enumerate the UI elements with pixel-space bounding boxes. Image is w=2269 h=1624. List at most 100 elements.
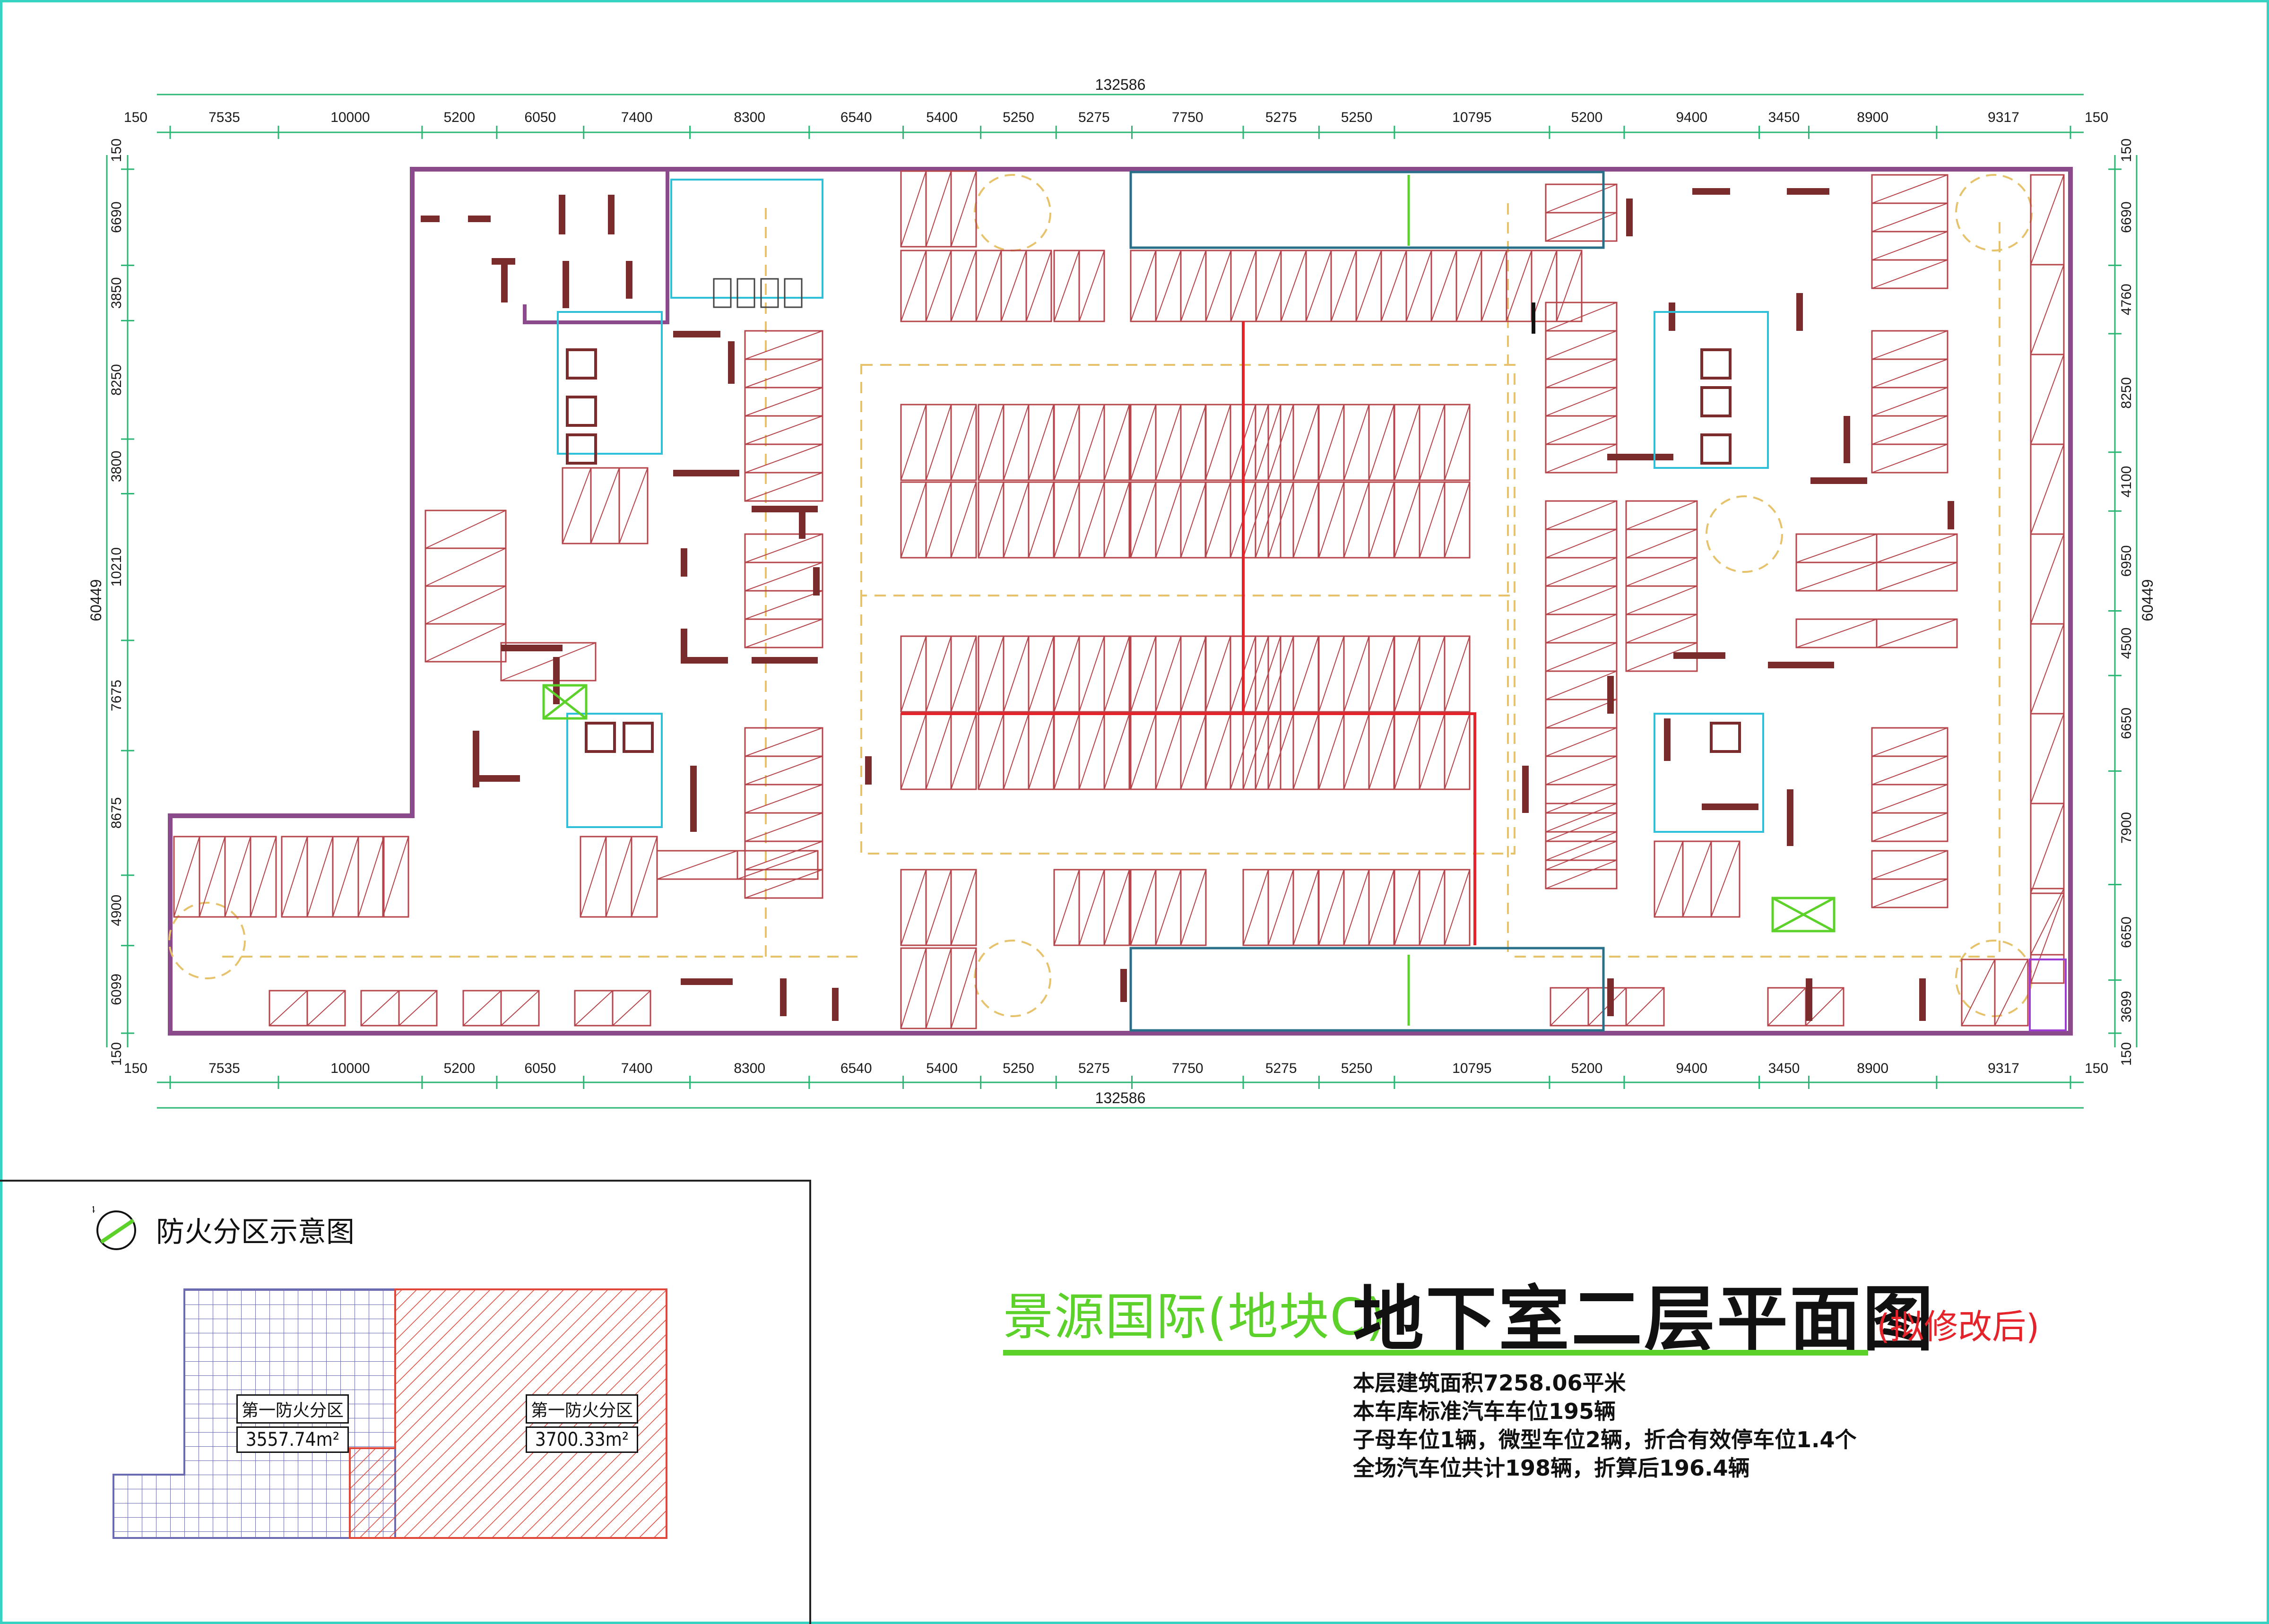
- parking-stall-diagonal: [562, 467, 591, 544]
- wall-segment: [673, 331, 720, 337]
- parking-stall-diagonal: [1444, 404, 1470, 481]
- parking-stall-diagonal: [580, 836, 606, 917]
- parking-stall: [1444, 404, 1471, 481]
- parking-stall-diagonal: [1180, 636, 1206, 712]
- parking-stall-diagonal: [1876, 562, 1957, 591]
- parking-stall-diagonal: [978, 636, 1004, 712]
- parking-stall-diagonal: [1205, 482, 1231, 558]
- parking-stall: [500, 642, 597, 682]
- wall-segment: [799, 510, 805, 539]
- parking-stall-diagonal: [1871, 330, 1948, 360]
- parking-stall-diagonal: [1155, 482, 1181, 558]
- parking-stall-diagonal: [1003, 636, 1029, 712]
- wall-segment: [1787, 789, 1793, 846]
- stair-cores: [557, 179, 1769, 833]
- parking-stall-diagonal: [1079, 404, 1105, 481]
- parking-stall-diagonal: [1368, 482, 1394, 558]
- dimension-label: 5275: [1078, 110, 1110, 125]
- parking-stall: [1876, 561, 1958, 592]
- parking-stall-diagonal: [1079, 482, 1105, 558]
- parking-stall-diagonal: [1871, 259, 1948, 289]
- parking-stall: [500, 990, 540, 1027]
- parking-stall-diagonal: [1155, 404, 1181, 481]
- parking-stall-diagonal: [1876, 534, 1957, 563]
- dimension-label: 6950: [2119, 545, 2134, 577]
- parking-stall: [950, 869, 977, 946]
- parking-stall-diagonal: [1155, 869, 1181, 946]
- dimension-label: 5400: [926, 1061, 958, 1076]
- parking-stall-diagonal: [2030, 354, 2064, 445]
- parking-stall-diagonal: [901, 482, 927, 558]
- dimension-label: 8900: [1857, 1061, 1888, 1076]
- parking-stall-diagonal: [1318, 869, 1344, 946]
- parking-stall-diagonal: [1531, 250, 1557, 322]
- wall-segment: [865, 756, 872, 785]
- parking-stall-diagonal: [926, 250, 952, 322]
- parking-stall-diagonal: [1871, 203, 1948, 232]
- parking-stall-diagonal: [2030, 444, 2064, 535]
- parking-stall-diagonal: [1871, 784, 1948, 813]
- fire-zone-1-name: 第一防火分区: [236, 1394, 349, 1424]
- parking-stall-diagonal: [1431, 250, 1457, 322]
- parking-stall-diagonal: [1767, 987, 1806, 1026]
- title-underline: [1003, 1350, 1868, 1356]
- parking-stall-diagonal: [1545, 359, 1617, 388]
- parking-stall: [1025, 250, 1052, 322]
- parking-stall-diagonal: [1343, 404, 1369, 481]
- core-room-top-left: [523, 169, 669, 324]
- info-line: 本车库标准汽车车位195辆: [1353, 1399, 1616, 1424]
- parking-stall-diagonal: [1243, 869, 1269, 946]
- parking-stall-diagonal: [1243, 404, 1269, 481]
- dimension-label: 7400: [621, 1061, 653, 1076]
- parking-stall-diagonal: [1419, 404, 1445, 481]
- parking-stall-diagonal: [657, 850, 738, 880]
- dimension-label: 8250: [109, 364, 124, 396]
- dimension-label: 10795: [1452, 1061, 1491, 1076]
- parking-stall: [744, 472, 823, 502]
- dimension-label: 5275: [1265, 110, 1297, 125]
- parking-stall-diagonal: [2030, 534, 2064, 624]
- parking-stall-diagonal: [1545, 803, 1617, 832]
- dimension-label: 3699: [2119, 991, 2134, 1022]
- project-title: 景源国际(地块C): [1003, 1288, 1386, 1346]
- parking-stall-diagonal: [1394, 482, 1420, 558]
- parking-stall-diagonal: [745, 812, 823, 842]
- parking-stall: [382, 836, 409, 918]
- parking-stall-diagonal: [1028, 713, 1054, 790]
- parking-stall-diagonal: [745, 619, 823, 648]
- parking-stall-diagonal: [1054, 636, 1080, 712]
- parking-stall: [1625, 987, 1665, 1027]
- dimension-label: 5250: [1341, 110, 1373, 125]
- driving-lanes: [222, 203, 2001, 958]
- dimension-label: 3450: [1768, 110, 1800, 125]
- parking-stall-diagonal: [1028, 482, 1054, 558]
- dimension-label: 5400: [926, 110, 958, 125]
- parking-stall-diagonal: [1871, 444, 1948, 473]
- parking-stall-diagonal: [281, 836, 308, 917]
- dimension-label: 6099: [109, 974, 124, 1005]
- wall-segment: [1787, 188, 1829, 195]
- dimension-label: 10795: [1452, 110, 1491, 125]
- parking-stall-diagonal: [1556, 250, 1582, 322]
- parking-stall-diagonal: [1054, 250, 1080, 322]
- inset-title: 防火分区示意图: [156, 1216, 355, 1249]
- parking-stall-diagonal: [425, 510, 506, 549]
- dimension-label: 6050: [524, 110, 556, 125]
- parking-stall-diagonal: [1871, 850, 1948, 880]
- parking-stall-diagonal: [1394, 636, 1420, 712]
- parking-stall-diagonal: [606, 836, 632, 917]
- parking-stall-diagonal: [1054, 869, 1080, 946]
- parking-stall-diagonal: [1268, 869, 1294, 946]
- dimension-label: 7400: [621, 110, 653, 125]
- parking-stall-diagonal: [745, 756, 823, 785]
- dimension-label: 150: [124, 110, 147, 125]
- dimension-label: 9317: [1988, 110, 2019, 125]
- fire-lines: [901, 321, 1476, 945]
- wall-segment: [1607, 978, 1614, 1016]
- parking-stall-diagonal: [1545, 302, 1617, 331]
- parking-stall: [950, 635, 977, 713]
- parking-stall-diagonal: [926, 869, 952, 946]
- wall-segment: [673, 470, 739, 476]
- parking-stall-diagonal: [1130, 482, 1156, 558]
- parking-stall-diagonal: [1268, 713, 1294, 790]
